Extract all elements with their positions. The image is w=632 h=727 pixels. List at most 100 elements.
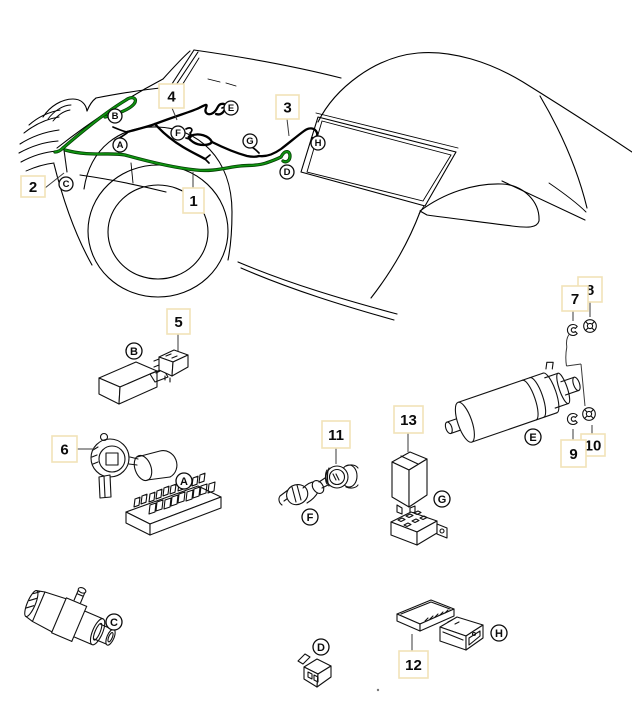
part-number-box-12[interactable] — [398, 650, 429, 679]
part-number-text-11: 11 — [328, 427, 344, 444]
part-number-box-1[interactable] — [182, 187, 205, 214]
part-number-text-8: 8 — [586, 282, 594, 299]
part-number-text-9: 9 — [569, 446, 577, 463]
part-number-box-6[interactable] — [51, 435, 78, 463]
part-number-box-11[interactable] — [321, 420, 351, 449]
callout-circle-component-E — [524, 428, 542, 446]
component-connector-D — [297, 653, 332, 688]
leader-lines — [44, 107, 593, 651]
component-rocker-switch-H — [439, 616, 484, 651]
part-number-4[interactable]: 4 — [158, 83, 185, 109]
part-number-3[interactable]: 3 — [275, 94, 300, 120]
callout-harness-B: B — [107, 108, 123, 124]
callout-text-harness-H: H — [315, 138, 322, 149]
part-number-text-10: 10 — [585, 437, 602, 454]
part-number-box-3[interactable] — [275, 94, 300, 120]
component-lid-12 — [396, 599, 455, 632]
component-fusebox-A — [125, 472, 222, 536]
part-number-box-2[interactable] — [20, 175, 46, 198]
component-nut-10 — [582, 407, 596, 421]
callout-text-harness-A: A — [117, 140, 124, 151]
callout-component-H: H — [490, 624, 508, 642]
part-number-13[interactable]: 13 — [393, 405, 424, 434]
part-number-box-5[interactable] — [166, 308, 191, 335]
callout-text-harness-F: F — [175, 128, 181, 139]
part-number-text-2: 2 — [29, 179, 37, 196]
callout-text-harness-G: G — [246, 136, 253, 147]
part-number-6[interactable]: 6 — [51, 435, 78, 463]
callout-component-A: A — [175, 472, 193, 490]
callout-component-G: G — [433, 490, 451, 508]
callout-text-component-A: A — [180, 476, 188, 488]
callout-harness-G: G — [242, 133, 258, 149]
part-number-1[interactable]: 1 — [182, 187, 205, 214]
callout-component-C: C — [105, 613, 123, 631]
callout-component-D: D — [312, 638, 330, 656]
callout-text-harness-C: C — [63, 179, 70, 190]
callout-text-component-G: G — [438, 494, 447, 506]
callout-circle-component-C — [105, 613, 123, 631]
part-number-box-4[interactable] — [158, 83, 185, 109]
part-number-text-12: 12 — [405, 657, 422, 674]
callout-text-component-C: C — [110, 617, 118, 629]
part-number-text-5: 5 — [174, 314, 182, 331]
part-number-10[interactable]: 10 — [580, 433, 606, 457]
component-horn-6 — [90, 432, 130, 499]
part-number-2[interactable]: 2 — [20, 175, 46, 198]
callout-circle-harness-C — [58, 176, 74, 192]
component-relay-13 — [391, 451, 428, 515]
component-washer-pump-C — [24, 587, 116, 646]
part-number-11[interactable]: 11 — [321, 420, 351, 449]
callout-text-harness-E: E — [228, 103, 234, 114]
part-number-box-9[interactable] — [560, 439, 587, 468]
callout-text-component-E: E — [529, 432, 536, 444]
callout-text-component-B: B — [130, 346, 138, 358]
component-fuel-pump-E — [444, 361, 581, 443]
callout-harness-H: H — [310, 135, 326, 151]
callout-circle-harness-A — [112, 137, 128, 153]
harness-green-1 — [53, 96, 292, 173]
callout-circle-component-F — [301, 508, 319, 526]
part-number-5[interactable]: 5 — [166, 308, 191, 335]
component-clip-7 — [565, 324, 578, 348]
leader-line-4 — [171, 107, 178, 121]
callout-circle-component-D — [312, 638, 330, 656]
callout-harness-D: D — [279, 164, 295, 180]
component-clip-9 — [566, 413, 578, 425]
part-number-box-13[interactable] — [393, 405, 424, 434]
part-number-12[interactable]: 12 — [398, 650, 429, 679]
part-number-box-7[interactable] — [561, 285, 589, 312]
part-number-text-4: 4 — [167, 88, 176, 105]
callout-circle-harness-D — [279, 164, 295, 180]
component-socket-G — [390, 510, 448, 546]
part-number-text-13: 13 — [400, 412, 417, 429]
part-number-text-6: 6 — [60, 441, 68, 458]
callout-harness-C: C — [58, 176, 74, 192]
callout-harness-E: E — [223, 100, 239, 116]
part-number-text-3: 3 — [283, 99, 291, 116]
callout-circle-component-A — [175, 472, 193, 490]
component-cylinder-A — [128, 450, 178, 482]
component-connector-5 — [153, 349, 189, 383]
callout-text-component-F: F — [307, 512, 314, 524]
callout-text-component-H: H — [495, 628, 503, 640]
callout-component-F: F — [301, 508, 319, 526]
callout-text-harness-D: D — [284, 167, 291, 178]
callout-circle-component-G — [433, 490, 451, 508]
leader-line-2 — [44, 172, 65, 189]
callout-letters: A B C D E F G H B A F G E C D H — [58, 100, 542, 656]
callout-circle-harness-H — [310, 135, 326, 151]
part-number-9[interactable]: 9 — [560, 439, 587, 468]
part-number-7[interactable]: 7 — [561, 285, 589, 312]
print-dot — [376, 688, 380, 692]
part-number-text-1: 1 — [189, 193, 197, 210]
car-body-outline — [18, 49, 632, 321]
leader-line-3 — [286, 118, 290, 137]
callout-circle-harness-B — [107, 108, 123, 124]
callout-harness-F: F — [170, 125, 186, 141]
callout-component-B: B — [125, 342, 143, 360]
component-relay-B — [98, 361, 169, 405]
component-switch-F — [278, 477, 329, 506]
